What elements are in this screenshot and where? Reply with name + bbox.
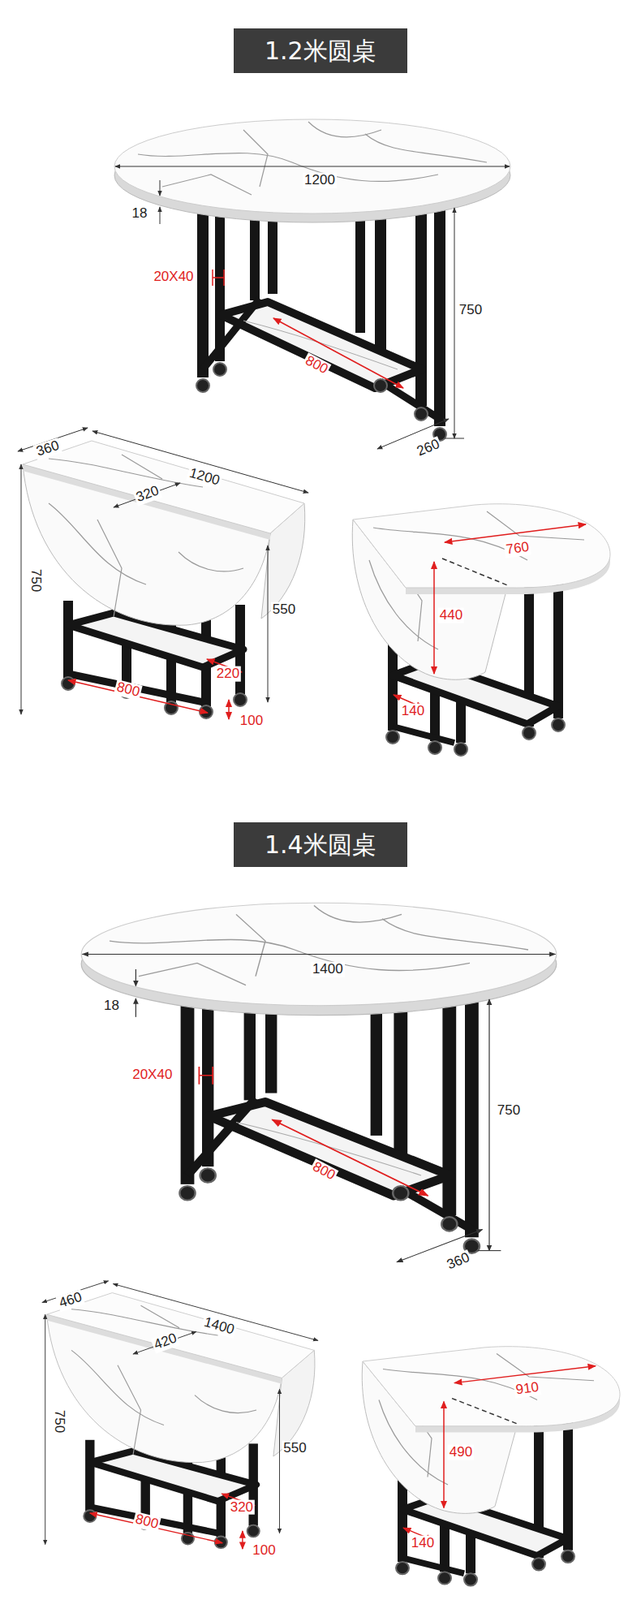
folded-table-view-part (113, 482, 181, 508)
half-open-table-view-part (392, 726, 455, 743)
open-table-view-part-part (243, 129, 268, 187)
open-table-view-part-part (213, 362, 227, 376)
dimension-label: 100 (250, 1542, 277, 1558)
open-table-view-part (197, 202, 446, 426)
dimension-label: 750 (457, 302, 484, 319)
folded-table-view-part-part (233, 692, 247, 706)
open-table-view-part-part (197, 202, 209, 378)
title-bar: 1.2米圆桌 (233, 28, 408, 74)
open-table-view (114, 119, 511, 449)
dimension-label: 1200 (302, 172, 337, 189)
folded-table-view-part-part (97, 519, 122, 617)
half-open-table-view-part (386, 718, 565, 756)
open-table-view-part-part (196, 378, 210, 392)
folded-table-view-part (22, 440, 305, 534)
folded-table-view-part (21, 464, 22, 715)
open-table-view-part (273, 318, 404, 388)
folded-table-view (42, 1280, 319, 1549)
dimension-label: 800 (132, 1510, 162, 1532)
half-open-table-view-part-part (551, 718, 565, 732)
half-open-table-view-part (373, 511, 585, 560)
open-table-view-part (115, 166, 510, 168)
half-open-table-view-part (352, 503, 611, 588)
open-table-view-part (159, 206, 161, 224)
half-open-table-view (361, 1346, 620, 1586)
dimension-label: 550 (281, 1440, 308, 1456)
dimension-label: 100 (238, 713, 265, 729)
folded-table-view-part (61, 676, 247, 719)
open-table-view-part-part (365, 133, 487, 163)
open-table-view-part-part (162, 174, 252, 195)
open-table-view-part-part (374, 378, 388, 392)
open-table-view-part-part (215, 202, 225, 362)
dimension-label: 260 (412, 435, 444, 461)
half-open-table-view-part-part (386, 730, 400, 744)
folded-table-view (17, 427, 309, 719)
dimension-label: 750 (51, 1407, 67, 1434)
open-table-view-part-part (355, 202, 366, 333)
open-table-view-part-part (414, 407, 428, 421)
half-open-table-view-part-part (522, 726, 536, 740)
dimension-label: 20X40 (151, 269, 195, 285)
open-table-view-part (212, 269, 224, 286)
folded-table-view-part-part (63, 600, 74, 678)
folded-table-view-part (92, 430, 309, 493)
folded-table-view-part-part (178, 551, 244, 572)
folded-table-view-part (228, 699, 230, 719)
half-open-table-view-part-part (428, 740, 442, 754)
dimension-label: 440 (438, 607, 465, 624)
half-open-table-view-part-part (454, 742, 468, 756)
dimension-label: 18 (130, 206, 150, 222)
half-open-table-view-part (442, 558, 510, 586)
title-text: 1.2米圆桌 (264, 28, 377, 74)
open-table-view-part-part (137, 152, 439, 181)
open-table-view (81, 902, 557, 1262)
folded-table-view-part (68, 673, 208, 703)
open-table-view-part (137, 121, 487, 195)
dimension-label: 18 (102, 997, 121, 1013)
folded-table-view-part-part (61, 676, 75, 690)
folded-table-view-part (267, 545, 269, 702)
dimension-label: 1400 (310, 961, 345, 977)
open-table-view-part (159, 180, 161, 196)
half-open-table-view-part (433, 561, 435, 674)
dimension-label: 320 (228, 1498, 255, 1515)
half-open-table-view-part (444, 524, 586, 543)
dimension-label: 220 (215, 666, 241, 682)
open-table-view-part-part (308, 121, 382, 138)
folded-table-view-part-part (48, 503, 147, 585)
dimension-label: 490 (447, 1444, 474, 1460)
folded-table-view-part (68, 679, 208, 713)
dimension-label: 20X40 (130, 1066, 174, 1082)
open-table-view-part (202, 298, 443, 421)
dimension-label: 750 (28, 567, 44, 594)
open-table-view-part-part (434, 202, 446, 426)
folded-table-view-part (48, 454, 203, 487)
dimension-label: 140 (400, 703, 426, 719)
dimension-label: 140 (409, 1535, 436, 1551)
open-table-view-part (454, 207, 456, 439)
dimension-label: 550 (271, 602, 297, 618)
dimension-label: 360 (443, 1248, 474, 1274)
open-table-view-part (444, 438, 465, 439)
dimension-label: 800 (113, 679, 143, 701)
open-table-view-part (114, 119, 511, 214)
dimension-label: 750 (495, 1102, 522, 1119)
title-bar: 1.4米圆桌 (233, 821, 408, 867)
half-open-table-view-part-part (553, 572, 564, 719)
half-open-table-view (352, 503, 611, 756)
title-text: 1.4米圆桌 (264, 821, 377, 867)
